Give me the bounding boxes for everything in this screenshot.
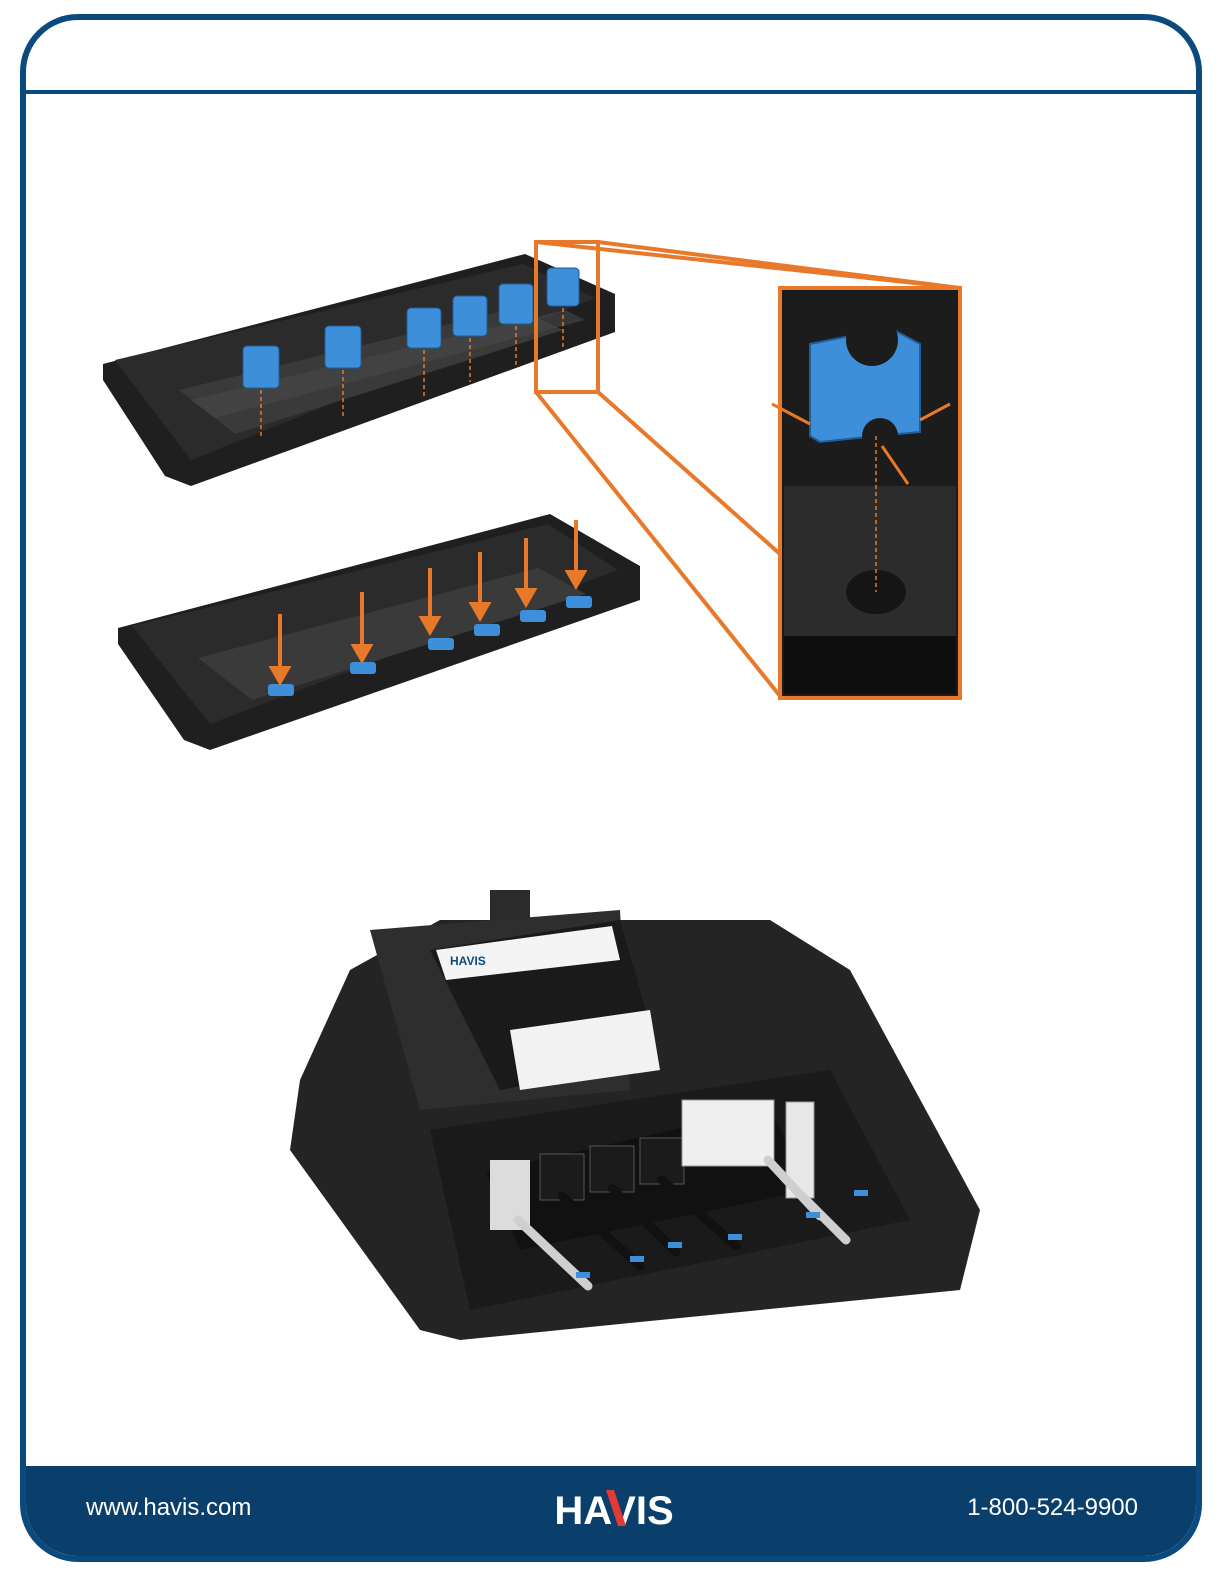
footer-bar: www.havis.com HAVIS 1-800-524-9900 [26,1466,1196,1556]
footer-url[interactable]: www.havis.com [86,1494,251,1522]
header-rule [26,90,1196,94]
svg-text:HAVIS: HAVIS [450,954,486,968]
tray-grommets-installed-illustration [110,510,650,755]
footer-phone: 1-800-524-9900 [967,1494,1138,1522]
dock-cables-illustration: HAVIS [290,890,990,1340]
havis-logo: HAVIS [544,1482,684,1538]
